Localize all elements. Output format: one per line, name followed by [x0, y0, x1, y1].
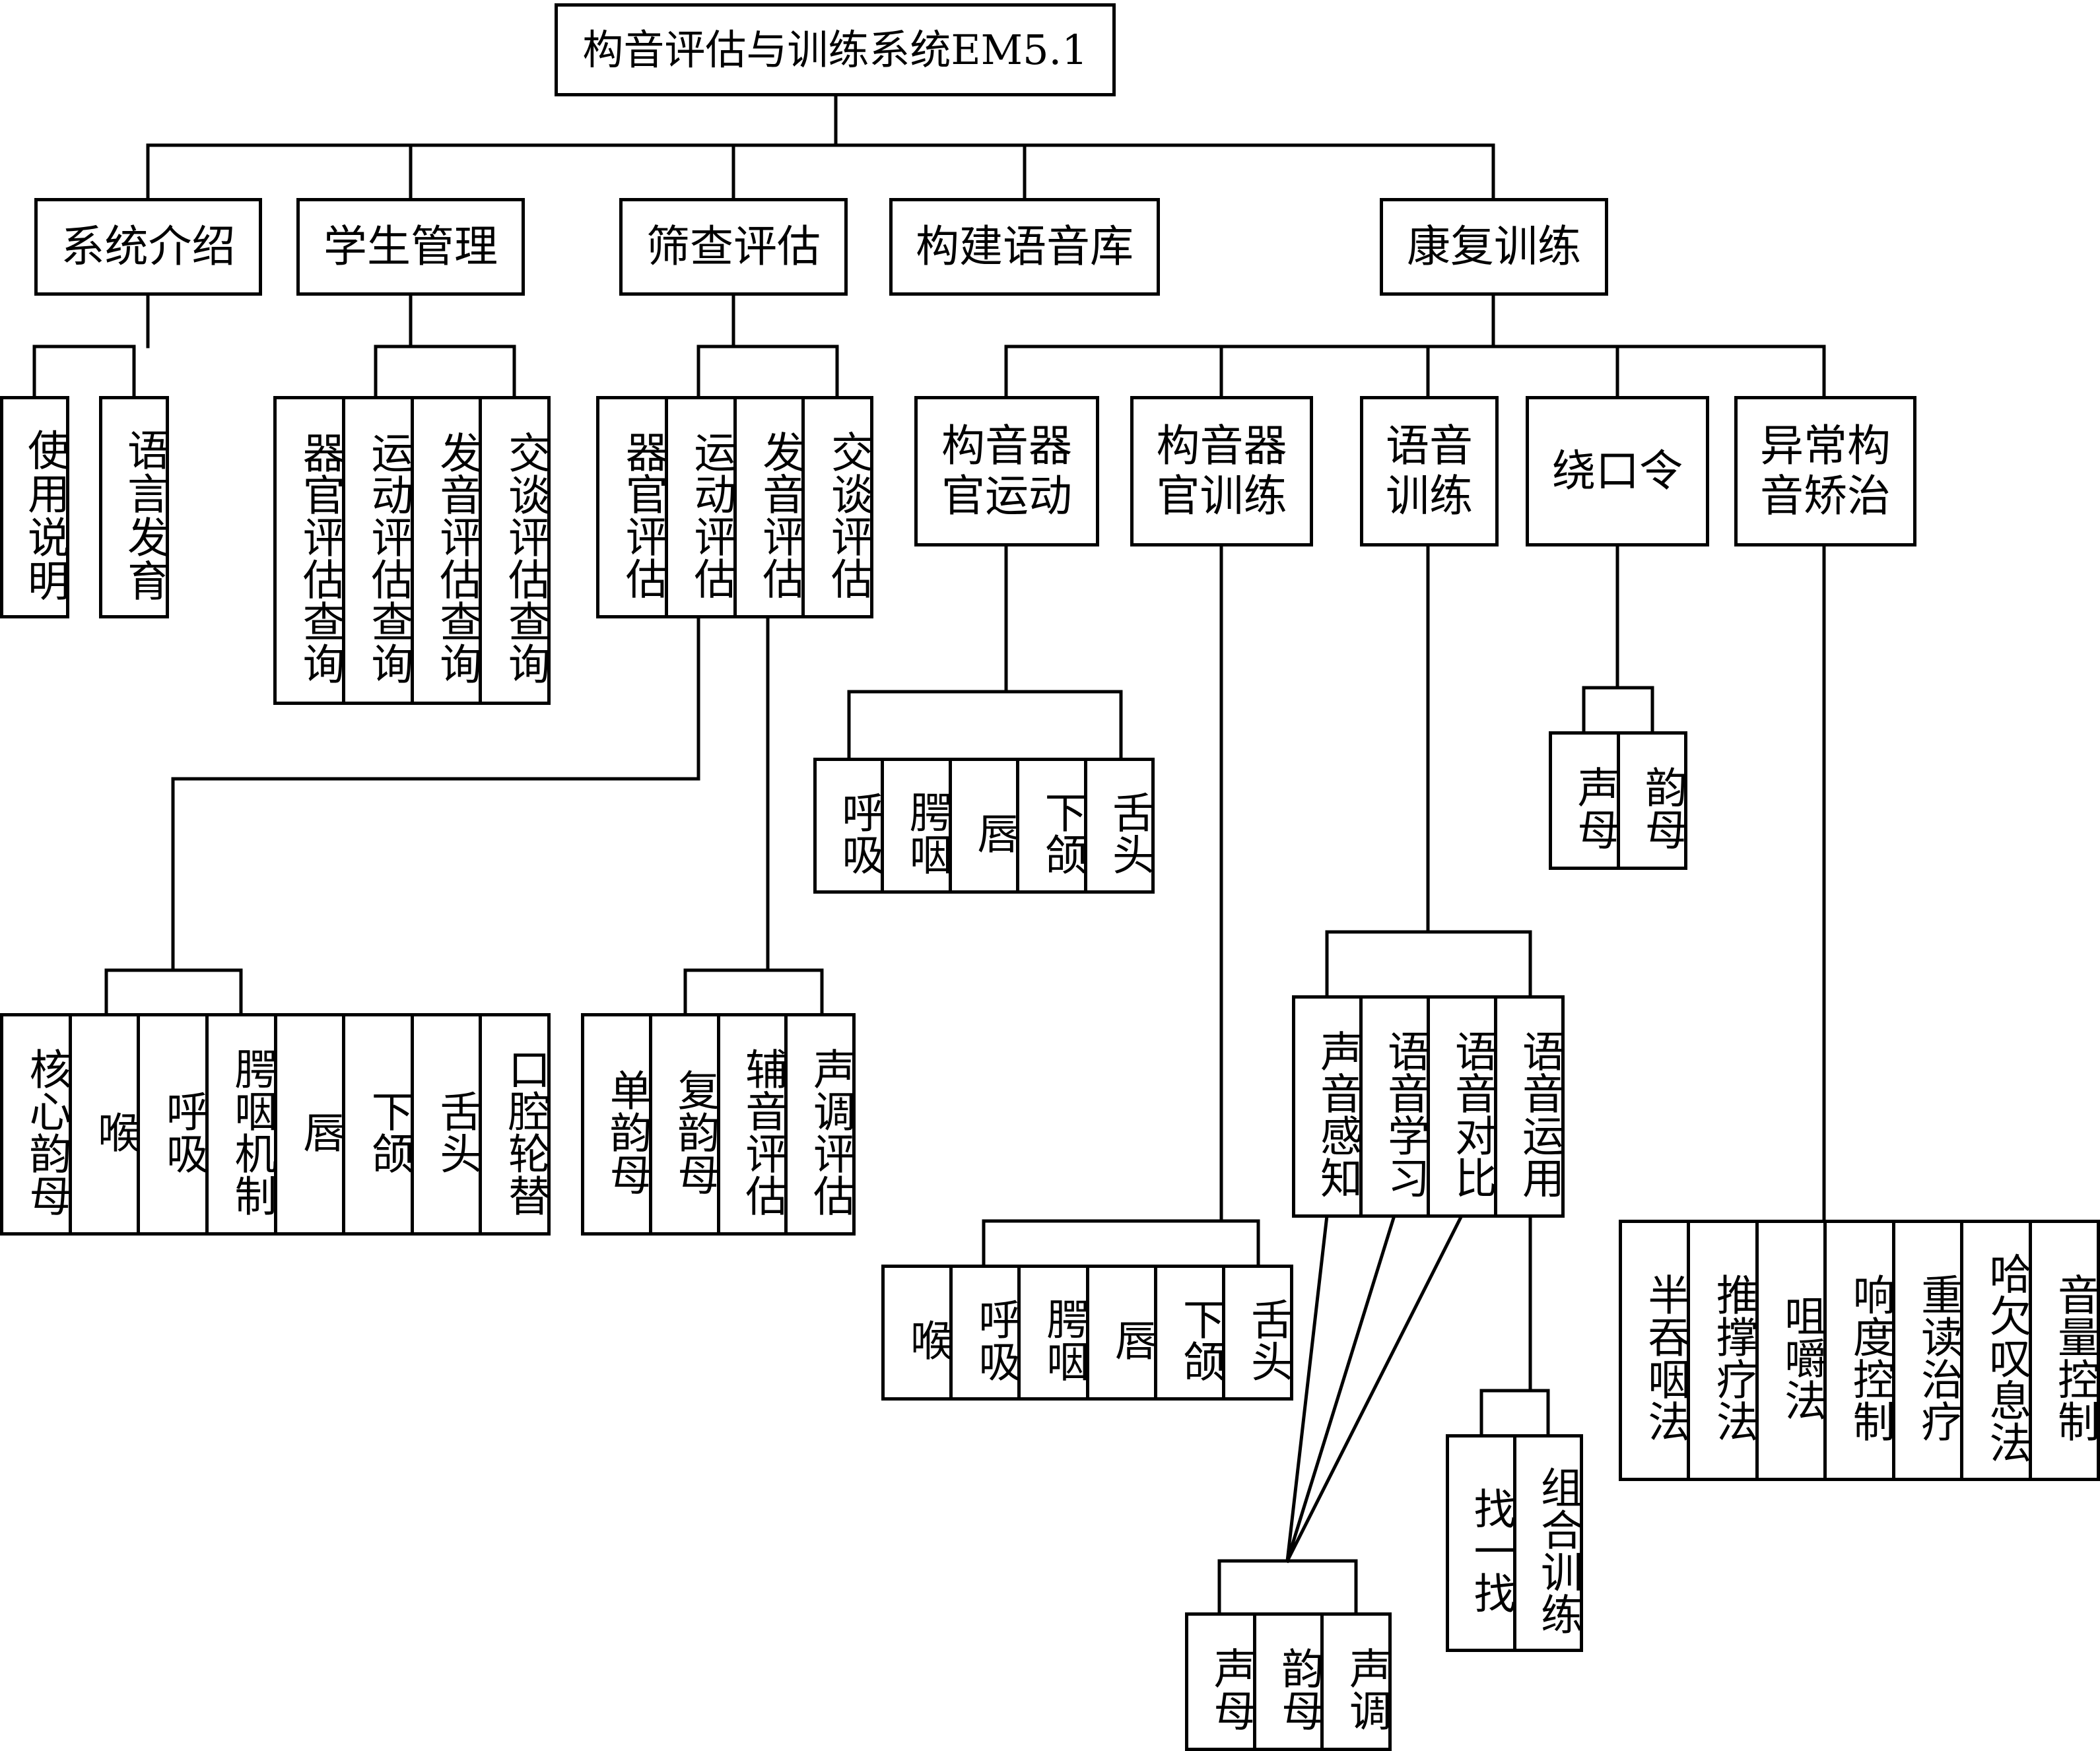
node-system-intro: 系统介绍	[34, 198, 262, 296]
screening-row: 器官评估 运动评估 发音评估 交谈评估	[596, 396, 873, 618]
node-core-finals: 核心韵母	[3, 1016, 72, 1232]
abnormal-correction-row: 半吞咽法 推撑疗法 咀嚼法 响度控制 重读治疗 哈欠叹息法 音量控制	[1619, 1220, 2100, 1481]
node-tongue-twister: 绕口令	[1526, 396, 1709, 546]
node-initials: 声母	[1552, 735, 1620, 867]
node-pron-eval: 发音评估	[737, 399, 805, 615]
node-respiration: 呼吸	[953, 1268, 1021, 1397]
node-student-management: 学生管理	[296, 198, 525, 296]
node-consonant-eval: 辅音评估	[720, 1016, 788, 1232]
pron-eval-row: 单韵母 复韵母 辅音评估 声调评估	[581, 1013, 856, 1236]
node-half-swallow: 半吞咽法	[1622, 1223, 1691, 1478]
node-lips: 唇	[1089, 1268, 1157, 1397]
node-lips: 唇	[277, 1016, 346, 1232]
node-velopharynx: 腭咽	[1021, 1268, 1089, 1397]
speech-learning-row: 声母 韵母 声调	[1185, 1612, 1392, 1751]
node-organ-eval-query: 器官评估查询	[277, 399, 345, 702]
node-tones: 声调	[1342, 1647, 1392, 1731]
node-lips: 唇	[952, 761, 1020, 890]
node-velopharyngeal: 腭咽机制	[209, 1016, 277, 1232]
node-find-it: 找一找	[1449, 1437, 1516, 1649]
node-larynx: 喉	[72, 1016, 141, 1232]
organ-motion-row: 呼吸 腭咽 唇 下颌 舌头	[813, 758, 1155, 894]
node-tongue: 舌头	[1105, 791, 1155, 875]
node-conversation-eval: 交谈评估	[824, 430, 873, 599]
tongue-twister-row: 声母 韵母	[1549, 731, 1687, 870]
node-jaw: 下颌	[1157, 1268, 1225, 1397]
node-finals: 韵母	[1638, 766, 1687, 850]
node-velopharynx: 腭咽	[884, 761, 952, 890]
node-pushing-therapy: 推撑疗法	[1690, 1223, 1759, 1478]
node-initials: 声母	[1188, 1616, 1256, 1748]
node-language-development: 语言发育	[99, 396, 169, 618]
node-volume-control: 音量控制	[2050, 1273, 2099, 1442]
node-speech-use: 语音运用	[1515, 1029, 1564, 1199]
node-larynx: 喉	[885, 1268, 953, 1397]
node-organ-training: 构音器 官训练	[1130, 396, 1313, 546]
node-respiration: 呼吸	[140, 1016, 209, 1232]
speech-use-row: 找一找 组合训练	[1446, 1434, 1583, 1652]
motor-eval-row: 核心韵母 喉 呼吸 腭咽机制 唇 下颌 舌头 口腔轮替	[0, 1013, 551, 1236]
root-node: 构音评估与训练系统EM5.1	[555, 3, 1116, 96]
node-motor-eval-query: 运动评估查询	[345, 399, 414, 702]
node-rehab-training: 康复训练	[1380, 198, 1608, 296]
node-jaw: 下颌	[345, 1016, 414, 1232]
node-tongue: 舌头	[414, 1016, 483, 1232]
node-organ-eval: 器官评估	[599, 399, 668, 615]
student-query-row: 器官评估查询 运动评估查询 发音评估查询 交谈评估查询	[273, 396, 551, 705]
node-motor-eval: 运动评估	[668, 399, 737, 615]
organ-training-row: 喉 呼吸 腭咽 唇 下颌 舌头	[881, 1265, 1293, 1401]
node-loudness-control: 响度控制	[1827, 1223, 1895, 1478]
node-yawn-sigh: 哈欠叹息法	[1963, 1223, 2032, 1478]
node-sound-perception: 声音感知	[1295, 999, 1363, 1214]
node-speech-learning: 语音学习	[1363, 999, 1430, 1214]
node-build-speech-library: 构建语音库	[889, 198, 1160, 296]
node-conversation-eval-query: 交谈评估查询	[501, 431, 550, 684]
node-respiration: 呼吸	[817, 761, 885, 890]
node-speech-contrast: 语音对比	[1430, 999, 1497, 1214]
node-stress-therapy: 重读治疗	[1895, 1223, 1964, 1478]
node-tone-eval: 声调评估	[806, 1047, 855, 1216]
node-oral-alternation: 口腔轮替	[501, 1047, 550, 1216]
node-combination-training: 组合训练	[1534, 1466, 1582, 1635]
node-screening-assessment: 筛查评估	[619, 198, 848, 296]
node-tongue: 舌头	[1244, 1298, 1293, 1382]
node-abnormal-correction: 异常构 音矫治	[1734, 396, 1916, 546]
node-speech-training: 语音 训练	[1360, 396, 1499, 546]
node-finals: 韵母	[1256, 1616, 1324, 1748]
speech-training-row: 声音感知 语音学习 语音对比 语音运用	[1292, 995, 1565, 1218]
node-compound-finals: 复韵母	[652, 1016, 720, 1232]
node-usage-instructions: 使用说明	[0, 396, 69, 618]
node-jaw: 下颌	[1019, 761, 1087, 890]
node-pron-eval-query: 发音评估查询	[414, 399, 483, 702]
node-organ-motion: 构音器 官运动	[914, 396, 1099, 546]
node-chewing-method: 咀嚼法	[1759, 1223, 1827, 1478]
node-simple-finals: 单韵母	[584, 1016, 652, 1232]
